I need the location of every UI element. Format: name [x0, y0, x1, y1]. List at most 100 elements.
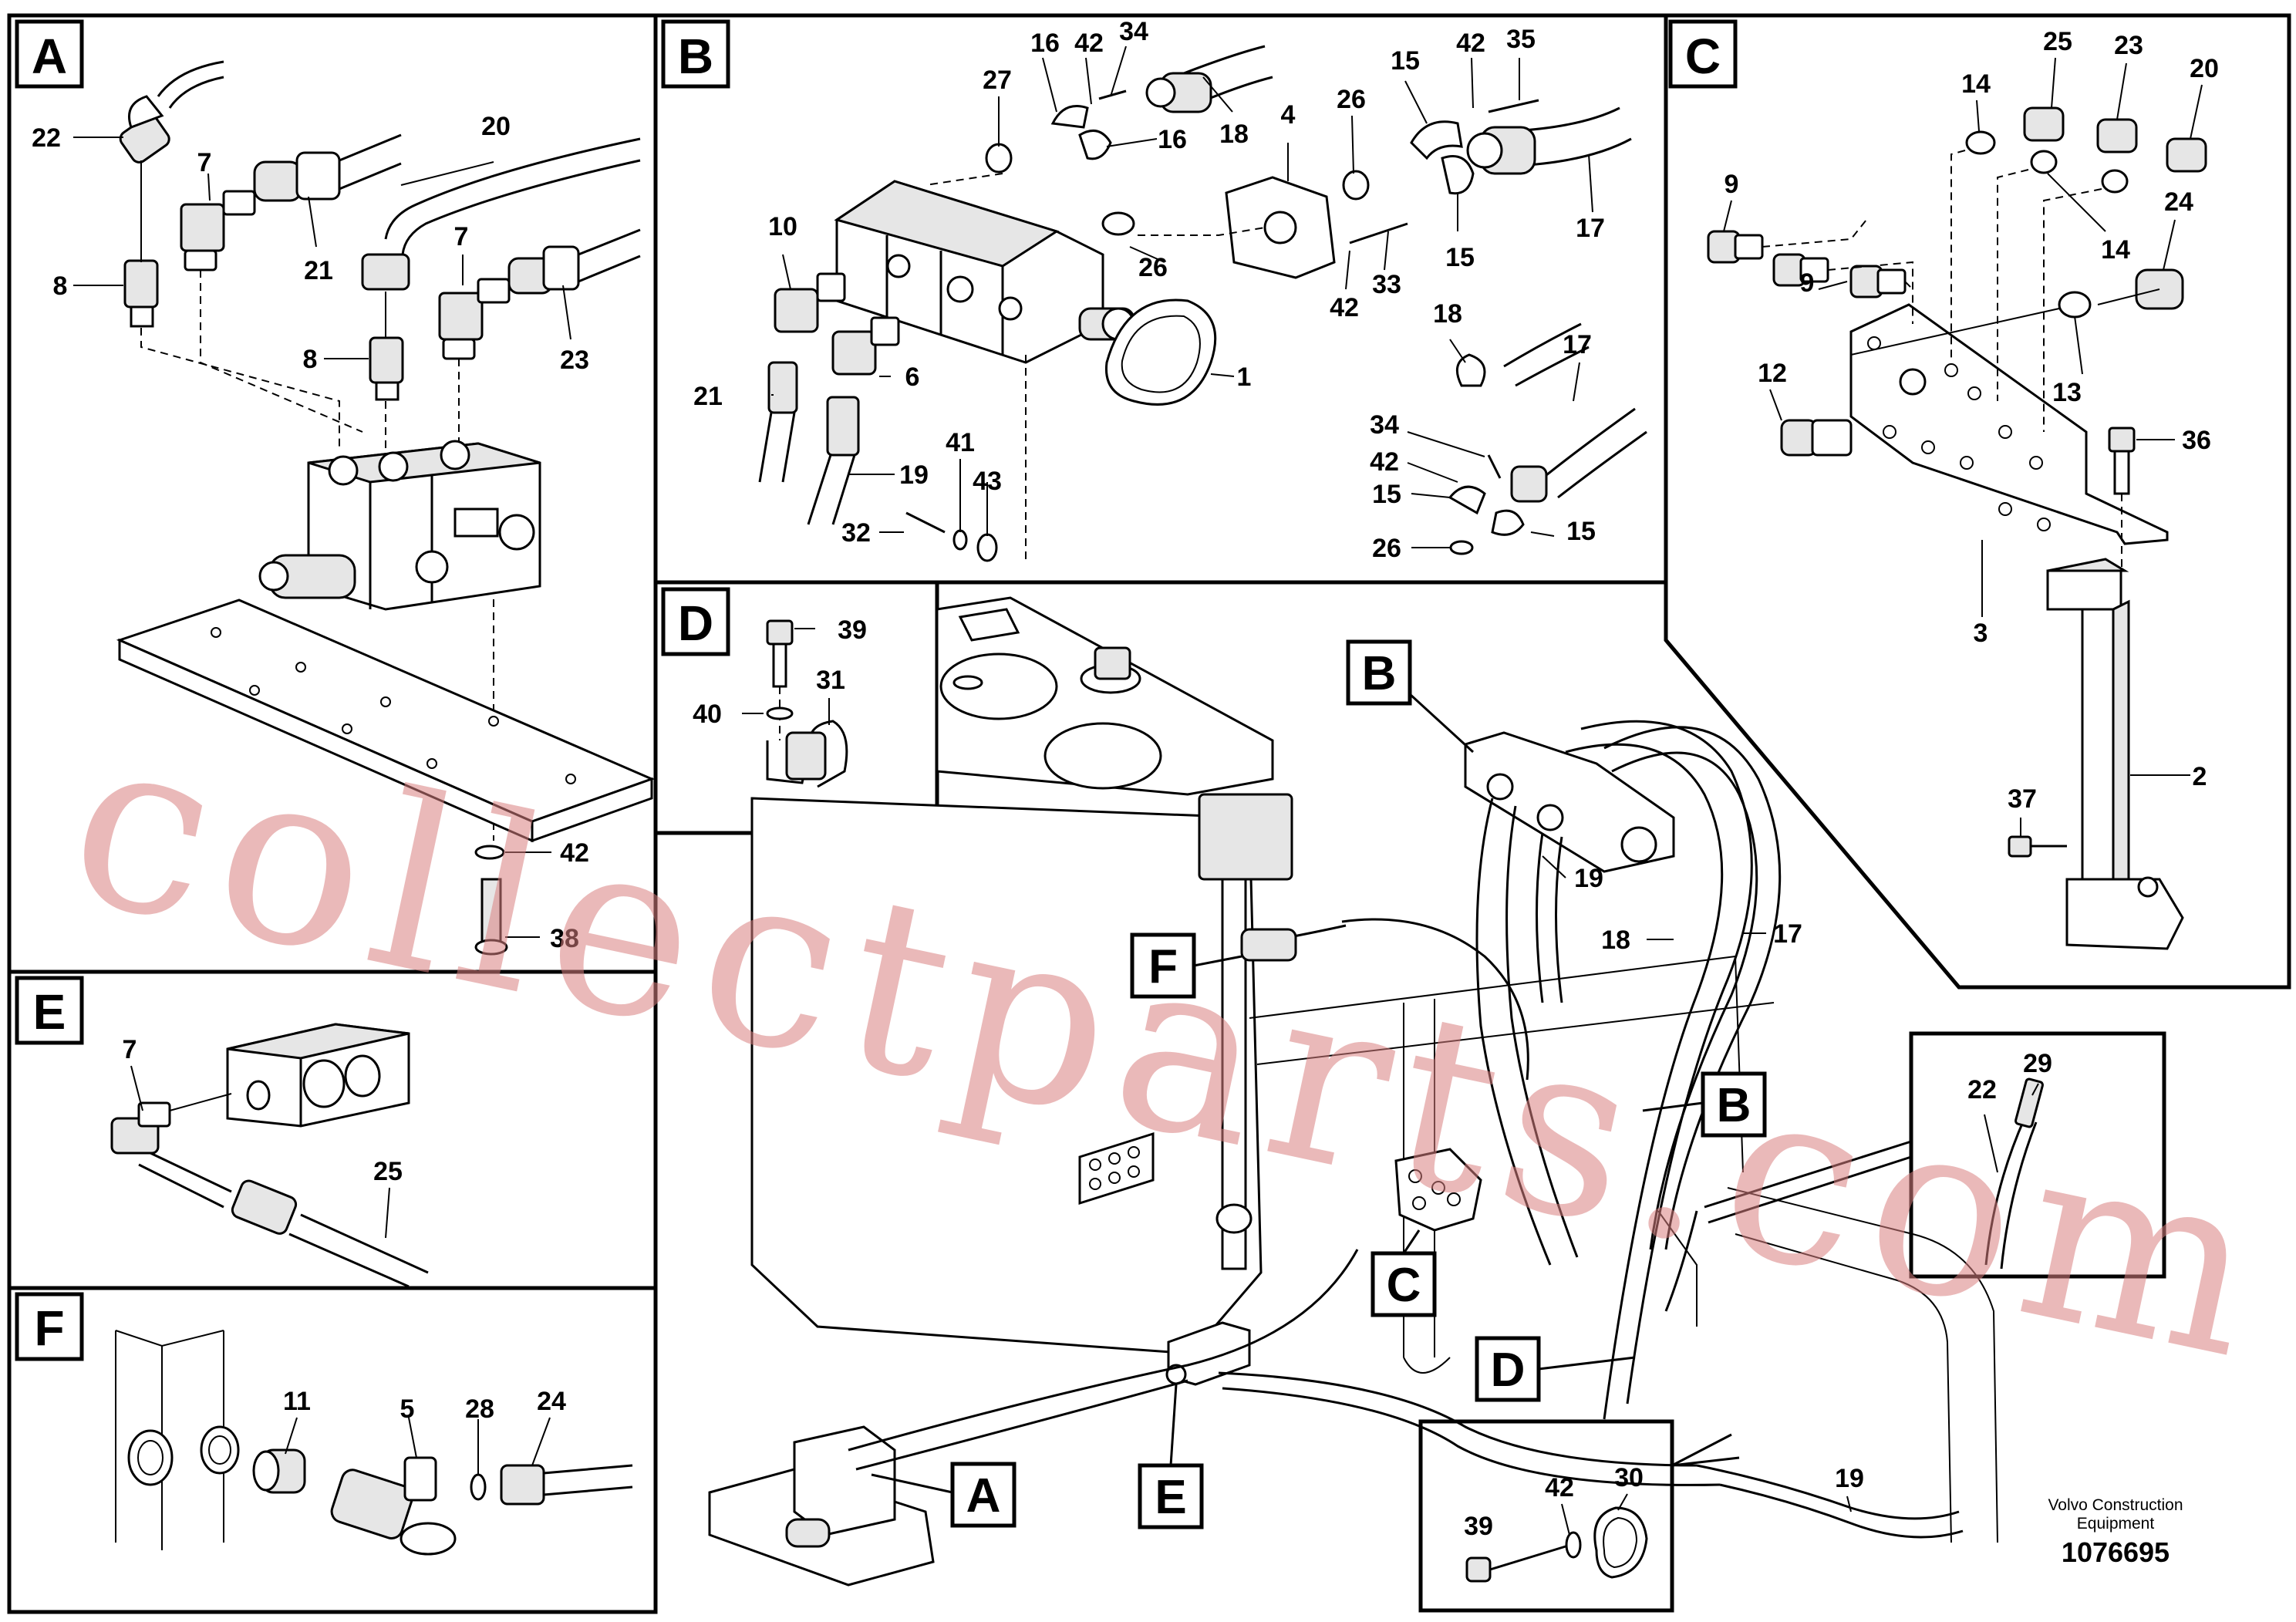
callout-31: 31 — [816, 666, 845, 695]
drawing-number: 1076695 — [2062, 1536, 2170, 1568]
main-view-callouts: 19 18 17 19 — [1542, 855, 1864, 1512]
level-gauge-panel — [1078, 1131, 1155, 1206]
panel-c-nut-20 — [2166, 137, 2207, 173]
callout-7: 7 — [454, 222, 469, 251]
panel-d-drawing — [742, 619, 848, 788]
main-hoses — [848, 720, 1964, 1539]
callout-42: 42 — [1330, 293, 1359, 322]
callout-15: 15 — [1566, 517, 1596, 546]
ref-letter-b: B — [1362, 647, 1397, 700]
callout-39: 39 — [838, 615, 867, 645]
panel-frames — [7, 13, 2291, 1614]
ref-letter-b: B — [1717, 1079, 1752, 1132]
callout-42: 42 — [1370, 447, 1399, 477]
callout-21: 21 — [304, 256, 333, 285]
panel-e-drawing — [110, 1023, 429, 1288]
callout-34: 34 — [1119, 17, 1148, 46]
callout-14: 14 — [1961, 69, 1991, 99]
panel-b-elbow-10 — [774, 288, 819, 333]
callout-22: 22 — [32, 123, 61, 153]
callout-11: 11 — [283, 1387, 311, 1416]
callout-17: 17 — [1773, 919, 1802, 949]
machine-frame — [1249, 955, 1998, 1543]
panel-d-letter-box — [661, 587, 730, 656]
panel-a-drawing — [73, 60, 656, 956]
ref-b-top-box — [1346, 639, 1412, 706]
panel-a-hose-22 — [157, 60, 224, 97]
callout-24: 24 — [2164, 187, 2193, 217]
panel-c-bolt-36 — [2108, 427, 2136, 453]
panel-c-drawing — [1707, 57, 2207, 950]
panel-f-oring-28 — [470, 1473, 487, 1501]
callout-34: 34 — [1370, 410, 1399, 440]
main-bracket-detail: 39 42 30 — [1418, 1419, 1740, 1613]
bracket-detail-frame — [1418, 1419, 1674, 1613]
panel-b-callouts: 16 42 34 27 16 18 4 26 15 42 35 17 15 10… — [693, 17, 1605, 563]
bracket-bolt-39 — [1465, 1556, 1492, 1583]
callout-33: 33 — [1372, 270, 1401, 299]
main-pump — [1464, 731, 1675, 873]
panel-c-nut-23 — [2096, 118, 2138, 153]
callout-6: 6 — [905, 363, 920, 392]
panel-b-bolt-33 — [1349, 222, 1408, 244]
callout-15: 15 — [1391, 46, 1420, 76]
callout-23: 23 — [2114, 31, 2143, 60]
panel-letters: A B C D E F — [15, 19, 1738, 1361]
callout-17: 17 — [1576, 214, 1605, 243]
panel-c-column-2 — [2046, 558, 2184, 950]
callout-18: 18 — [1601, 926, 1630, 955]
callout-2: 2 — [2193, 762, 2207, 791]
callout-24: 24 — [537, 1387, 566, 1416]
callout-20: 20 — [2190, 54, 2219, 83]
callout-4: 4 — [1281, 100, 1296, 130]
panel-b-bolt-34 — [1098, 89, 1127, 100]
panel-d-washer-40 — [766, 706, 794, 720]
footer: Volvo Construction Equipment 1076695 — [2048, 1496, 2183, 1568]
panel-a-bolt-38 — [480, 878, 502, 946]
callout-25: 25 — [373, 1157, 403, 1186]
panel-a-fitting-8-left — [123, 259, 159, 309]
ref-b-main-box — [1701, 1071, 1767, 1138]
callout-25: 25 — [2043, 27, 2072, 56]
callout-38: 38 — [550, 924, 579, 953]
panel-f-coupling-5 — [330, 1469, 414, 1539]
ref-a-box — [950, 1462, 1017, 1528]
ref-letter-f: F — [1148, 940, 1178, 993]
callout-21: 21 — [693, 382, 723, 411]
main-reference-letters: B F B C D A E — [871, 639, 1767, 1529]
callout-9: 9 — [1725, 170, 1739, 199]
panel-f-letter: F — [34, 1300, 64, 1356]
panel-f-letter-box — [15, 1292, 84, 1361]
panel-a-letter-box — [15, 19, 84, 89]
panel-a-elbow-7-right — [438, 292, 484, 341]
callout-41: 41 — [946, 428, 975, 457]
bracket-washer-42 — [1565, 1531, 1582, 1559]
panel-b-elbow-6 — [831, 330, 877, 376]
panel-c-fitting-12 — [1780, 419, 1818, 457]
callout-26: 26 — [1138, 253, 1168, 282]
callout-16: 16 — [1158, 125, 1187, 154]
callout-42: 42 — [1545, 1473, 1574, 1502]
callout-1: 1 — [1237, 363, 1252, 392]
callout-26: 26 — [1337, 85, 1366, 114]
callout-43: 43 — [973, 467, 1002, 496]
panel-b-drawing — [758, 45, 1647, 563]
panel-b-clamp-16 — [1050, 105, 1089, 129]
callout-19: 19 — [899, 460, 929, 490]
panel-c-letter-box — [1668, 19, 1738, 89]
callout-7: 7 — [123, 1035, 137, 1064]
panel-b-oring-26b — [1342, 170, 1370, 201]
panel-f-frame — [7, 1286, 658, 1614]
panel-a-callouts: 22 7 20 21 7 23 8 8 42 38 — [32, 112, 589, 953]
tank-cover-b — [1043, 722, 1162, 790]
callout-3: 3 — [1974, 619, 1988, 648]
callout-12: 12 — [1758, 359, 1787, 388]
callout-13: 13 — [2052, 378, 2082, 407]
panel-a-fitting-8-center — [369, 336, 404, 384]
panel-b-letter: B — [678, 29, 713, 84]
panel-b-oring-27 — [985, 143, 1013, 174]
brand-line-2: Equipment — [2077, 1515, 2155, 1533]
callout-8: 8 — [303, 345, 318, 374]
panel-d-letter: D — [678, 595, 713, 651]
callout-15: 15 — [1372, 480, 1401, 509]
